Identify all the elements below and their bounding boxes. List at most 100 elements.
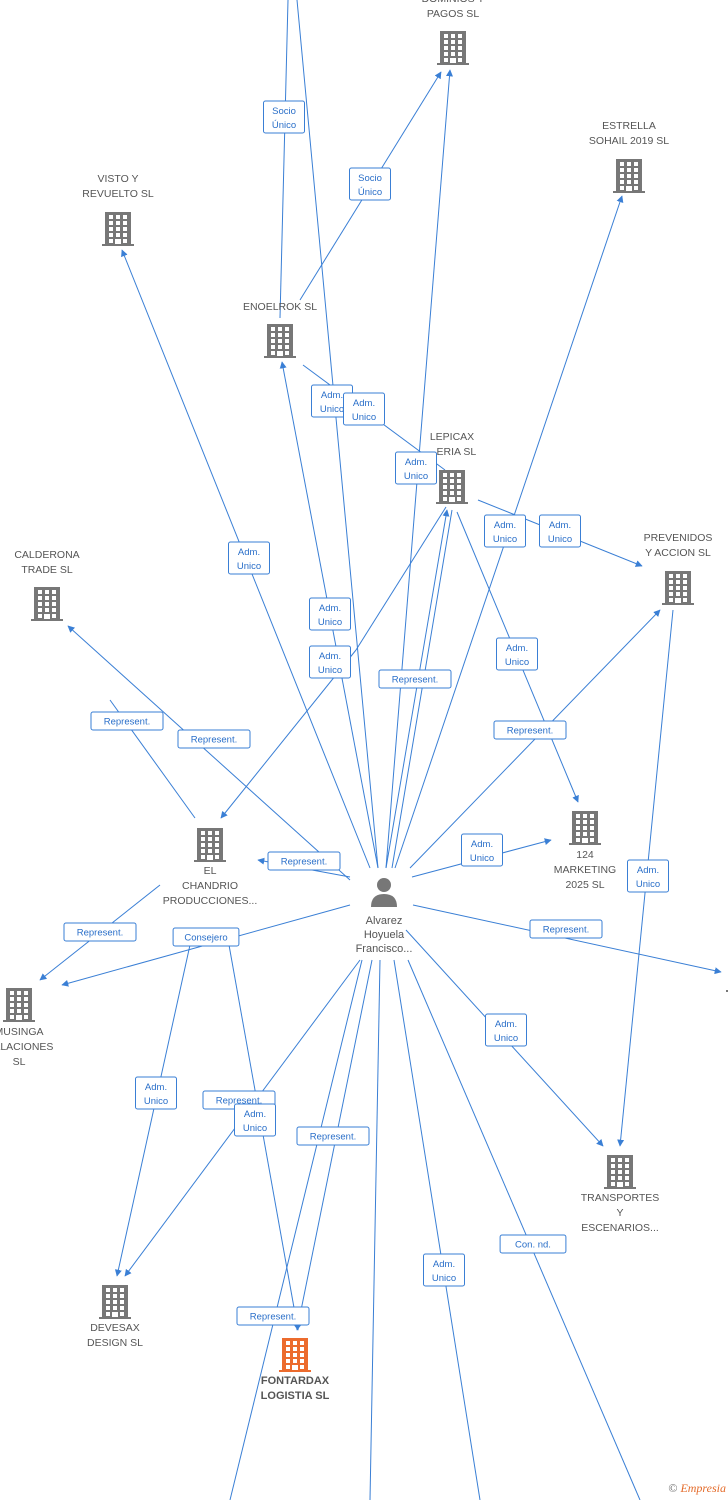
edge-label[interactable]: Consejero: [172, 927, 240, 947]
company-node-transportes[interactable]: TRANSPORTES Y ESCENARIOS...: [581, 1155, 660, 1234]
edge-label-text: Unico: [505, 657, 529, 668]
company-label: Y: [616, 1207, 623, 1219]
edge-label[interactable]: Represent.: [267, 851, 341, 871]
company-label: LOGISTIA SL: [261, 1390, 330, 1402]
edge-label-text: Unico: [144, 1096, 168, 1107]
company-node-enoelrok[interactable]: ENOELROK SL: [243, 301, 317, 358]
company-node-dominios[interactable]: DOMINIOS YPAGOS SL: [422, 0, 485, 65]
company-label: MARKETING: [554, 864, 616, 876]
building-icon: [436, 470, 468, 504]
edge-label[interactable]: Adm.Unico: [485, 1013, 527, 1047]
edge-line: [114, 944, 191, 1277]
edge-label[interactable]: Adm.Unico: [309, 645, 351, 679]
edge-label-text: Con. nd.: [515, 1240, 551, 1251]
edge-label-text: Unico: [404, 471, 428, 482]
edge-label-box: [499, 1234, 567, 1254]
edge-label-box: [90, 711, 164, 731]
center-person[interactable]: AlvarezHoyuelaFrancisco...: [356, 878, 413, 955]
edge-label-text: Socio: [272, 106, 296, 117]
edge-label[interactable]: Represent.: [296, 1126, 370, 1146]
edge-label-text: Adm.: [244, 1109, 266, 1120]
edge-label-text: Represent.: [77, 928, 123, 939]
edge-label[interactable]: Adm.Unico: [539, 514, 581, 548]
edge-label[interactable]: Adm.Unico: [496, 637, 538, 671]
edge-label[interactable]: Adm.Unico: [135, 1076, 177, 1110]
building-icon: [726, 990, 728, 992]
edge-label-text: Unico: [494, 1033, 518, 1044]
edge-line: [228, 944, 301, 1331]
edge-label-box: [484, 514, 526, 548]
company-label: CALDERONA: [14, 549, 79, 561]
brand-logo[interactable]: Empresia: [680, 1481, 726, 1495]
edge-label-text: Adm.: [319, 603, 341, 614]
edge-label[interactable]: Represent.: [177, 729, 251, 749]
edge-label-box: [172, 927, 240, 947]
edge-label[interactable]: Adm.Unico: [228, 541, 270, 575]
company-node-lepicax[interactable]: LEPICAX...ERIA SL: [428, 431, 477, 504]
company-label: TRANSPORTES: [581, 1192, 660, 1204]
edge-labels: SocioÚnicoSocioÚnicoAdm.UnicoAdm.UnicoAd…: [63, 100, 669, 1326]
edge-label[interactable]: Represent.: [529, 919, 603, 939]
building-icon: [264, 324, 296, 358]
building-icon: [604, 1155, 636, 1189]
edge-label-text: Adm.: [321, 390, 343, 401]
edge-label[interactable]: Adm.Unico: [234, 1103, 276, 1137]
company-label: Y ACCION SL: [645, 547, 711, 559]
edge-label-text: Represent.: [216, 1096, 262, 1107]
edge-label[interactable]: Represent.: [493, 720, 567, 740]
building-icon: [3, 988, 35, 1022]
edge-label-box: [539, 514, 581, 548]
company-label: ENOELROK SL: [243, 301, 317, 313]
edge-label-text: Adm.: [353, 398, 375, 409]
company-label: EL: [204, 865, 217, 877]
edge-label-text: Adm.: [471, 839, 493, 850]
edge-label-text: Unico: [548, 534, 572, 545]
company-label: ESTRELLA: [602, 120, 656, 132]
edge-label-box: [267, 851, 341, 871]
edge-label-text: Unico: [493, 534, 517, 545]
company-label: DOMINIOS Y: [422, 0, 485, 5]
person-name-label: Francisco...: [356, 943, 413, 955]
person-name-label: Alvarez: [366, 915, 403, 927]
company-label: PRODUCCIONES...: [163, 895, 258, 907]
edge-line: [67, 625, 351, 881]
edge-line: [393, 959, 481, 1500]
edge-label[interactable]: Represent.: [236, 1306, 310, 1326]
edge-label-box: [63, 922, 137, 942]
edge-line: [369, 959, 381, 1500]
edge-label-box: [234, 1103, 276, 1137]
edge-label-text: Adm.: [238, 547, 260, 558]
edge-label[interactable]: Represent.: [378, 669, 452, 689]
edge-label[interactable]: Adm.Unico: [627, 859, 669, 893]
company-node-right[interactable]: EU: [726, 958, 728, 1026]
edge-label[interactable]: Represent.: [90, 711, 164, 731]
edge-label[interactable]: Represent.: [63, 922, 137, 942]
building-icon: [613, 159, 645, 193]
edge-label[interactable]: Adm.Unico: [309, 597, 351, 631]
edge-label[interactable]: Con. nd.: [499, 1234, 567, 1254]
edge-label[interactable]: Adm.Unico: [484, 514, 526, 548]
company-node-chandrio[interactable]: ELCHANDRIOPRODUCCIONES...: [163, 828, 258, 907]
edge-label-box: [493, 720, 567, 740]
edge-label-box: [177, 729, 251, 749]
company-label: ESCENARIOS...: [581, 1222, 659, 1234]
edge-label[interactable]: Adm.Unico: [395, 451, 437, 485]
edge-label-box: [236, 1306, 310, 1326]
edge-label-text: Unico: [320, 404, 344, 415]
edge-label-box: [395, 451, 437, 485]
edge-label[interactable]: Adm.Unico: [423, 1253, 465, 1287]
edge-label[interactable]: Adm.Unico: [461, 833, 503, 867]
building-icon: [437, 31, 469, 65]
edge-label[interactable]: Adm.Unico: [343, 392, 385, 426]
